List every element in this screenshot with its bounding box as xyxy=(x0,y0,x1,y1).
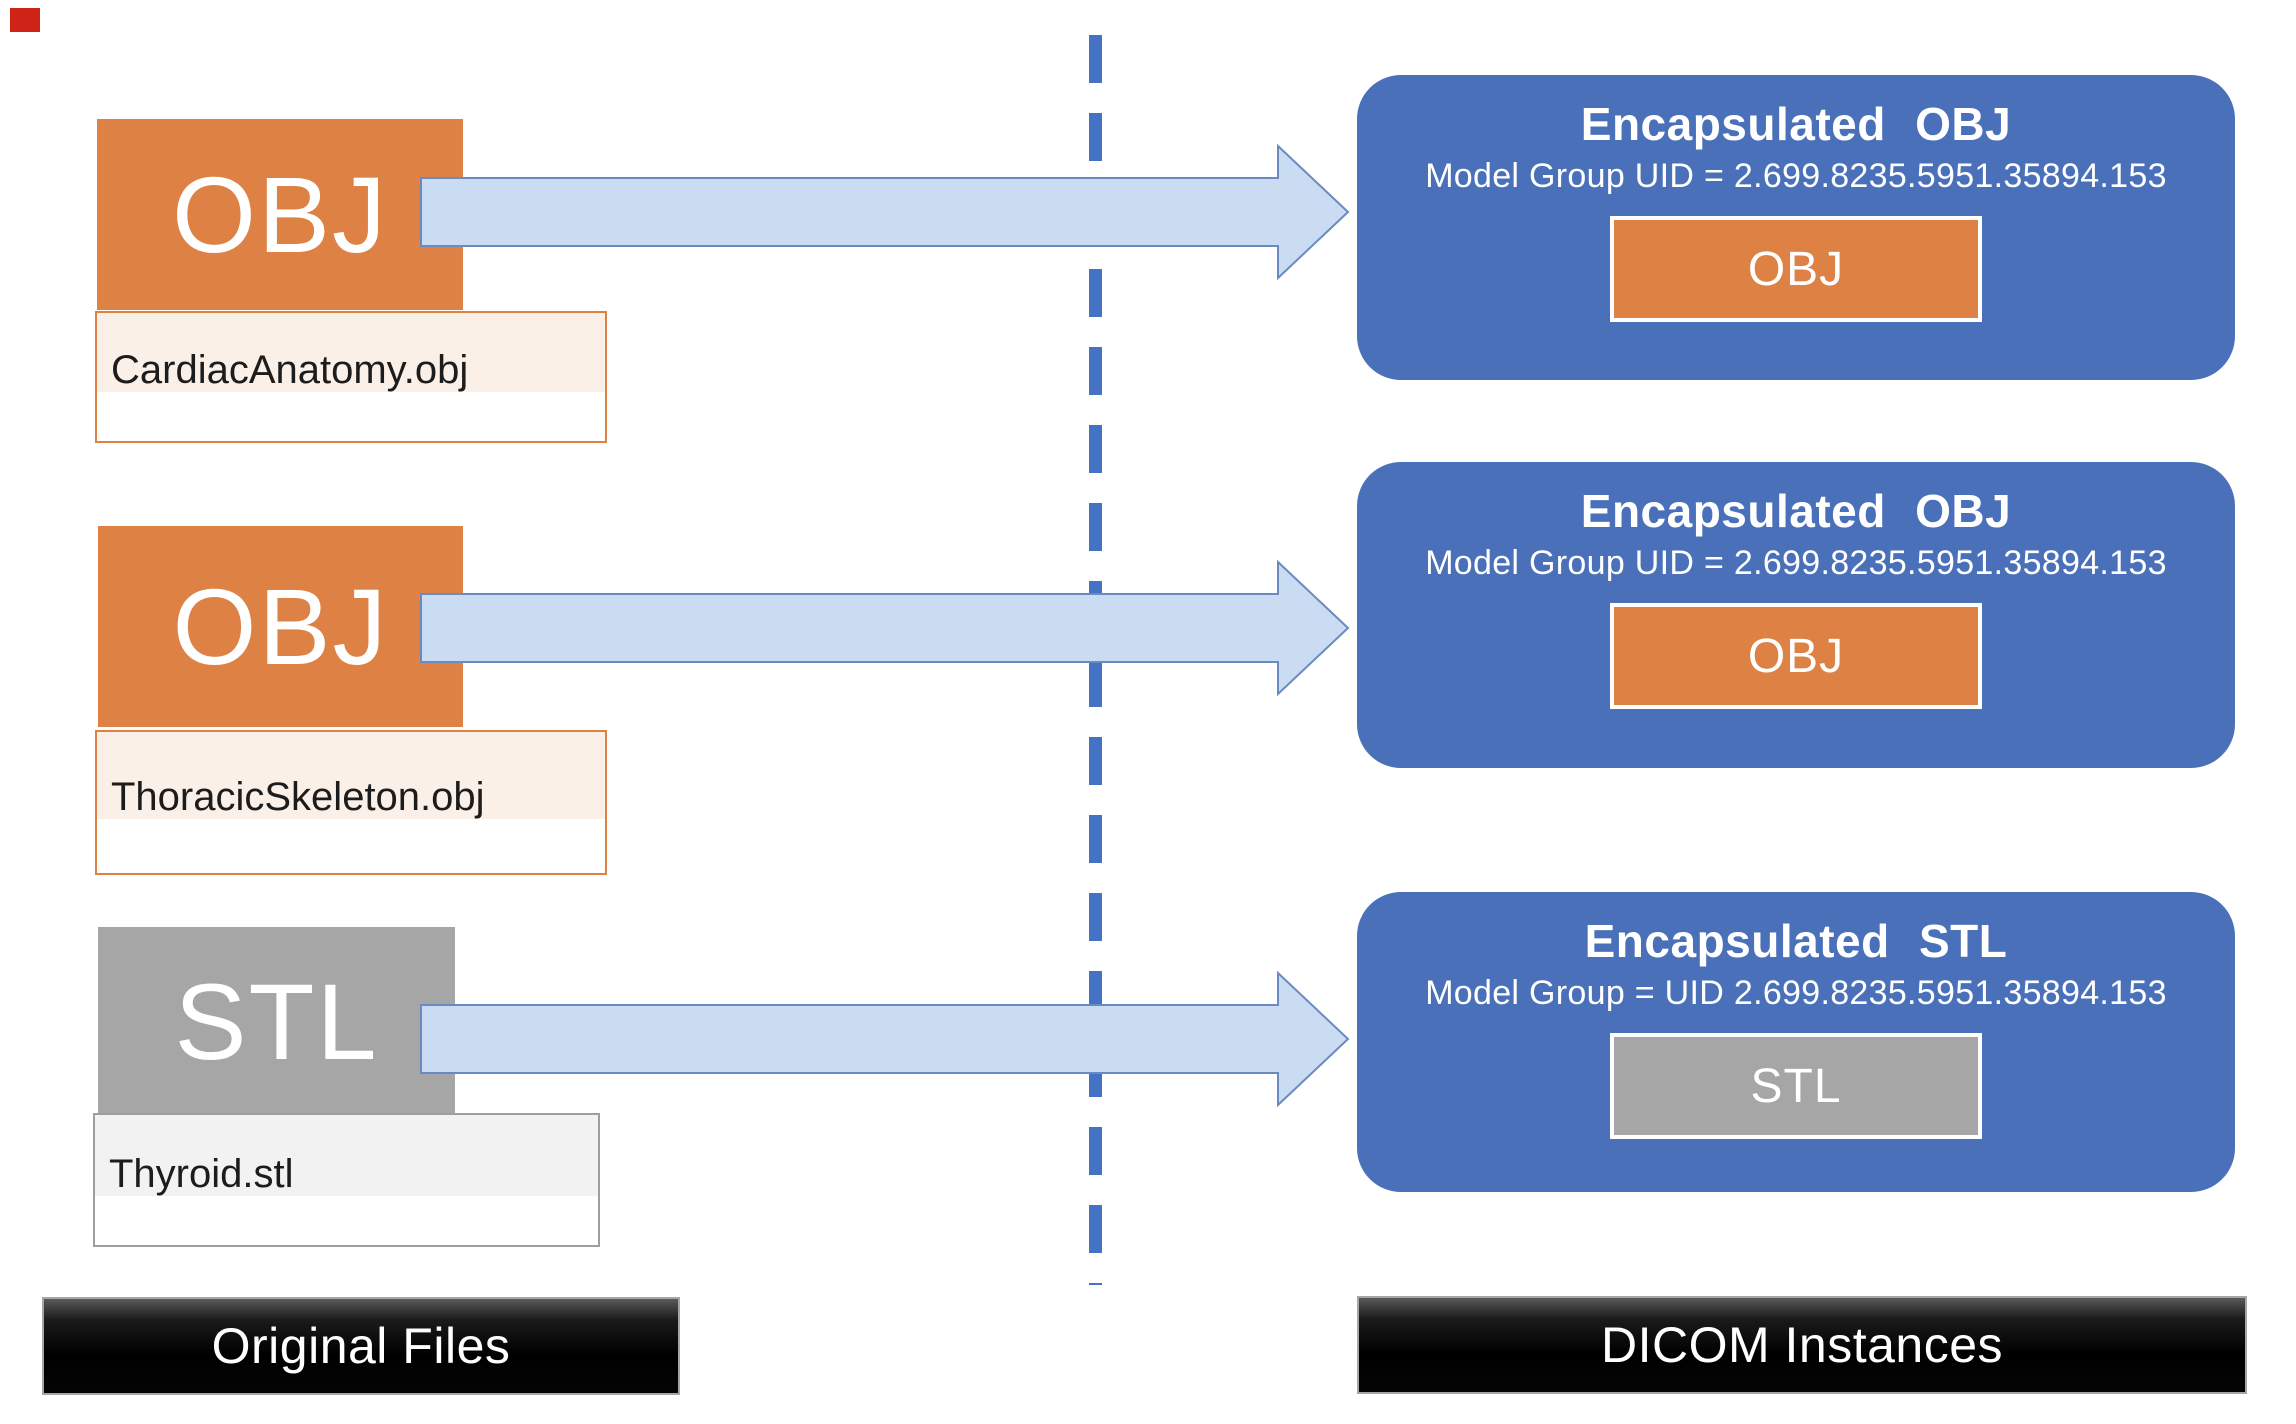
original-files-banner: Original Files xyxy=(42,1297,680,1395)
red-corner-mark-icon xyxy=(10,8,40,32)
card-uid-line: Model Group UID = 2.699.8235.5951.35894.… xyxy=(1425,157,2167,195)
file-type-label: OBJ xyxy=(172,566,389,687)
file-name-highlight: Thyroid.stl xyxy=(95,1115,598,1196)
file-name-text: CardiacAnatomy.obj xyxy=(111,348,469,393)
file-box-obj-1: OBJ xyxy=(97,119,463,310)
card-badge-obj: OBJ xyxy=(1610,603,1982,709)
flow-arrow-3 xyxy=(420,971,1350,1107)
card-title: Encapsulated OBJ xyxy=(1580,485,2012,537)
dicom-instances-banner: DICOM Instances xyxy=(1357,1296,2247,1394)
file-name-highlight: ThoracicSkeleton.obj xyxy=(97,732,605,820)
flow-arrow-2 xyxy=(420,560,1350,696)
file-name-box-1: CardiacAnatomy.obj xyxy=(95,311,607,443)
encapsulated-card-2: Encapsulated OBJ Model Group UID = 2.699… xyxy=(1357,462,2235,768)
banner-label: Original Files xyxy=(211,1318,511,1374)
encapsulated-card-3: Encapsulated STL Model Group = UID 2.699… xyxy=(1357,892,2235,1192)
card-badge-stl: STL xyxy=(1610,1033,1982,1139)
file-name-text: Thyroid.stl xyxy=(109,1151,294,1196)
card-badge-obj: OBJ xyxy=(1610,216,1982,322)
banner-label: DICOM Instances xyxy=(1600,1317,2004,1373)
card-title: Encapsulated OBJ xyxy=(1580,98,2012,150)
card-title: Encapsulated STL xyxy=(1584,915,2008,967)
file-type-label: STL xyxy=(174,960,379,1082)
file-name-box-2: ThoracicSkeleton.obj xyxy=(95,730,607,875)
file-name-box-3: Thyroid.stl xyxy=(93,1113,600,1247)
flow-arrow-1 xyxy=(420,144,1350,280)
file-name-text: ThoracicSkeleton.obj xyxy=(111,775,485,820)
encapsulated-card-1: Encapsulated OBJ Model Group UID = 2.699… xyxy=(1357,75,2235,380)
file-box-stl: STL xyxy=(98,927,455,1115)
file-name-highlight: CardiacAnatomy.obj xyxy=(97,313,605,393)
file-type-label: OBJ xyxy=(171,154,389,275)
card-uid-line: Model Group UID = 2.699.8235.5951.35894.… xyxy=(1425,544,2167,582)
file-box-obj-2: OBJ xyxy=(98,526,463,727)
card-uid-line: Model Group = UID 2.699.8235.5951.35894.… xyxy=(1425,974,2167,1012)
